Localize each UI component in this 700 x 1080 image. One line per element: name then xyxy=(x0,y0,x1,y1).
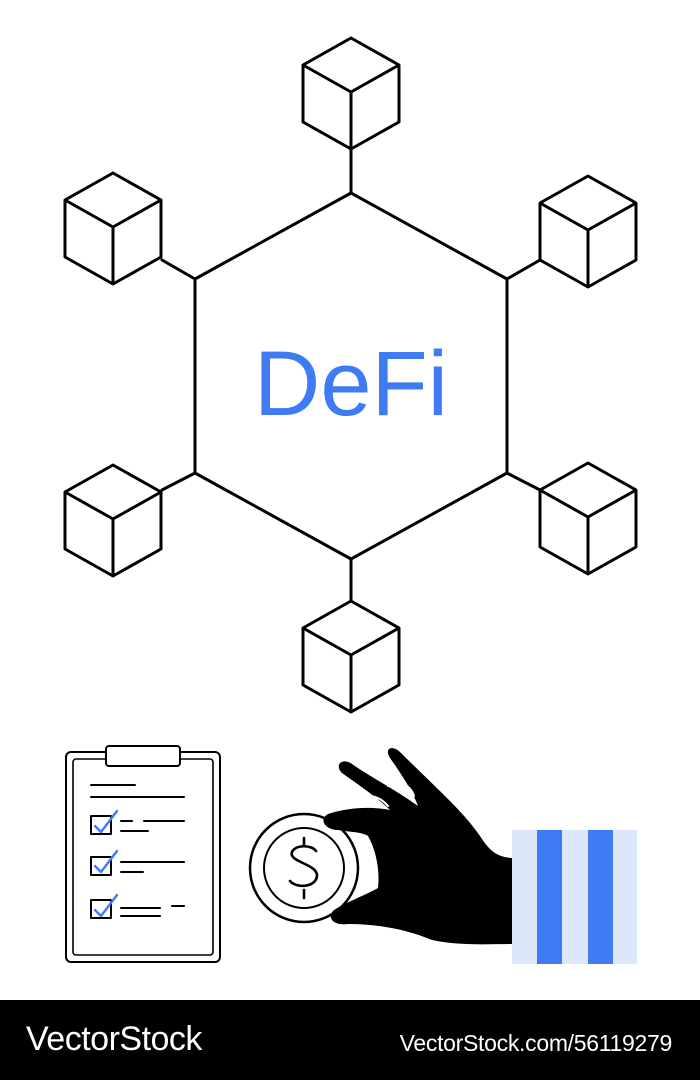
hand-icon xyxy=(323,748,512,945)
cube-icon xyxy=(538,174,638,289)
connector-lines xyxy=(160,148,542,602)
watermark-bar: VectorStock VectorStock.com/56119279 xyxy=(0,1000,700,1080)
cube-icon xyxy=(301,36,401,151)
striped-sleeve xyxy=(512,830,637,964)
clipboard-checklist-icon xyxy=(65,745,221,963)
vectorstock-logo: VectorStock xyxy=(26,1020,202,1058)
cube-icon xyxy=(63,463,163,578)
cube-icon xyxy=(63,171,163,286)
dollar-coin-icon xyxy=(248,812,360,924)
checkmark-icon xyxy=(93,809,119,918)
image-id-text: VectorStock.com/56119279 xyxy=(399,1030,673,1056)
cube-icon xyxy=(538,461,638,576)
defi-label: DeFi xyxy=(254,333,448,435)
defi-illustration: DeFi xyxy=(63,36,638,964)
cube-icon xyxy=(301,599,401,714)
